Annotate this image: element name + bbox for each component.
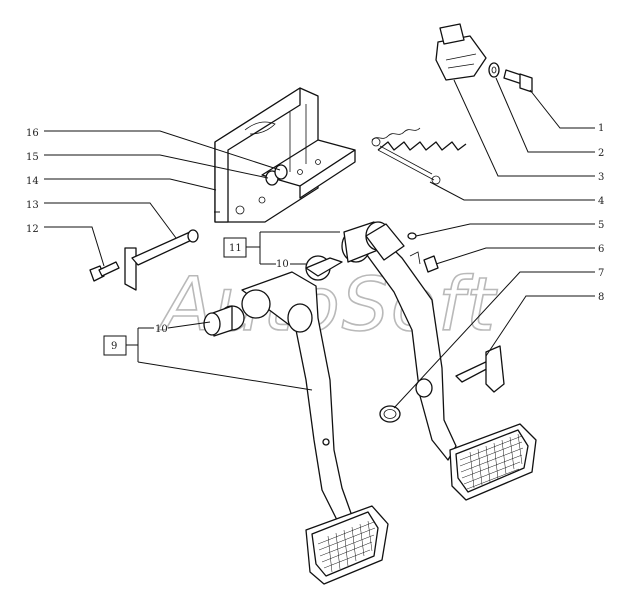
callout-10-upper: 10 bbox=[276, 259, 289, 270]
callout-12: 12 bbox=[26, 224, 39, 235]
pedal-switch bbox=[435, 23, 487, 81]
callout-box-9: 9 10 bbox=[103, 321, 313, 391]
bolt-12 bbox=[89, 261, 120, 282]
callout-10-lower: 10 bbox=[155, 324, 168, 335]
callout-6: 6 bbox=[598, 244, 604, 255]
return-spring bbox=[371, 127, 467, 185]
callout-5: 5 bbox=[598, 220, 604, 231]
washer-2 bbox=[488, 62, 500, 78]
callout-15: 15 bbox=[26, 152, 39, 163]
clip-5 bbox=[407, 232, 417, 240]
bolt-1 bbox=[503, 69, 533, 93]
callout-3: 3 bbox=[598, 172, 604, 183]
callout-1: 1 bbox=[598, 123, 604, 134]
pivot-pin bbox=[124, 229, 199, 291]
callout-4: 4 bbox=[598, 196, 604, 207]
clutch-tread bbox=[317, 520, 376, 573]
callout-11: 11 bbox=[229, 243, 242, 254]
callout-7: 7 bbox=[598, 268, 604, 279]
mounting-bracket bbox=[214, 87, 356, 223]
callout-9: 9 bbox=[111, 341, 117, 352]
callouts-right: 1 2 3 4 5 6 7 8 bbox=[393, 77, 604, 409]
bushing-10-right bbox=[305, 255, 343, 281]
callout-8: 8 bbox=[598, 292, 604, 303]
callouts-left: 16 15 14 13 12 bbox=[26, 128, 281, 267]
callout-14: 14 bbox=[26, 176, 39, 187]
brake-pedal bbox=[341, 221, 537, 501]
callout-16: 16 bbox=[26, 128, 39, 139]
callout-box-11: 11 10 bbox=[223, 231, 340, 270]
clutch-pedal bbox=[203, 271, 389, 585]
latch-8 bbox=[455, 345, 505, 393]
bolt-6 bbox=[409, 251, 439, 273]
callout-2: 2 bbox=[598, 148, 604, 159]
brake-tread bbox=[459, 433, 524, 490]
callout-13: 13 bbox=[26, 200, 39, 211]
bushing-16 bbox=[274, 164, 288, 180]
snap-ring-7 bbox=[379, 405, 401, 423]
